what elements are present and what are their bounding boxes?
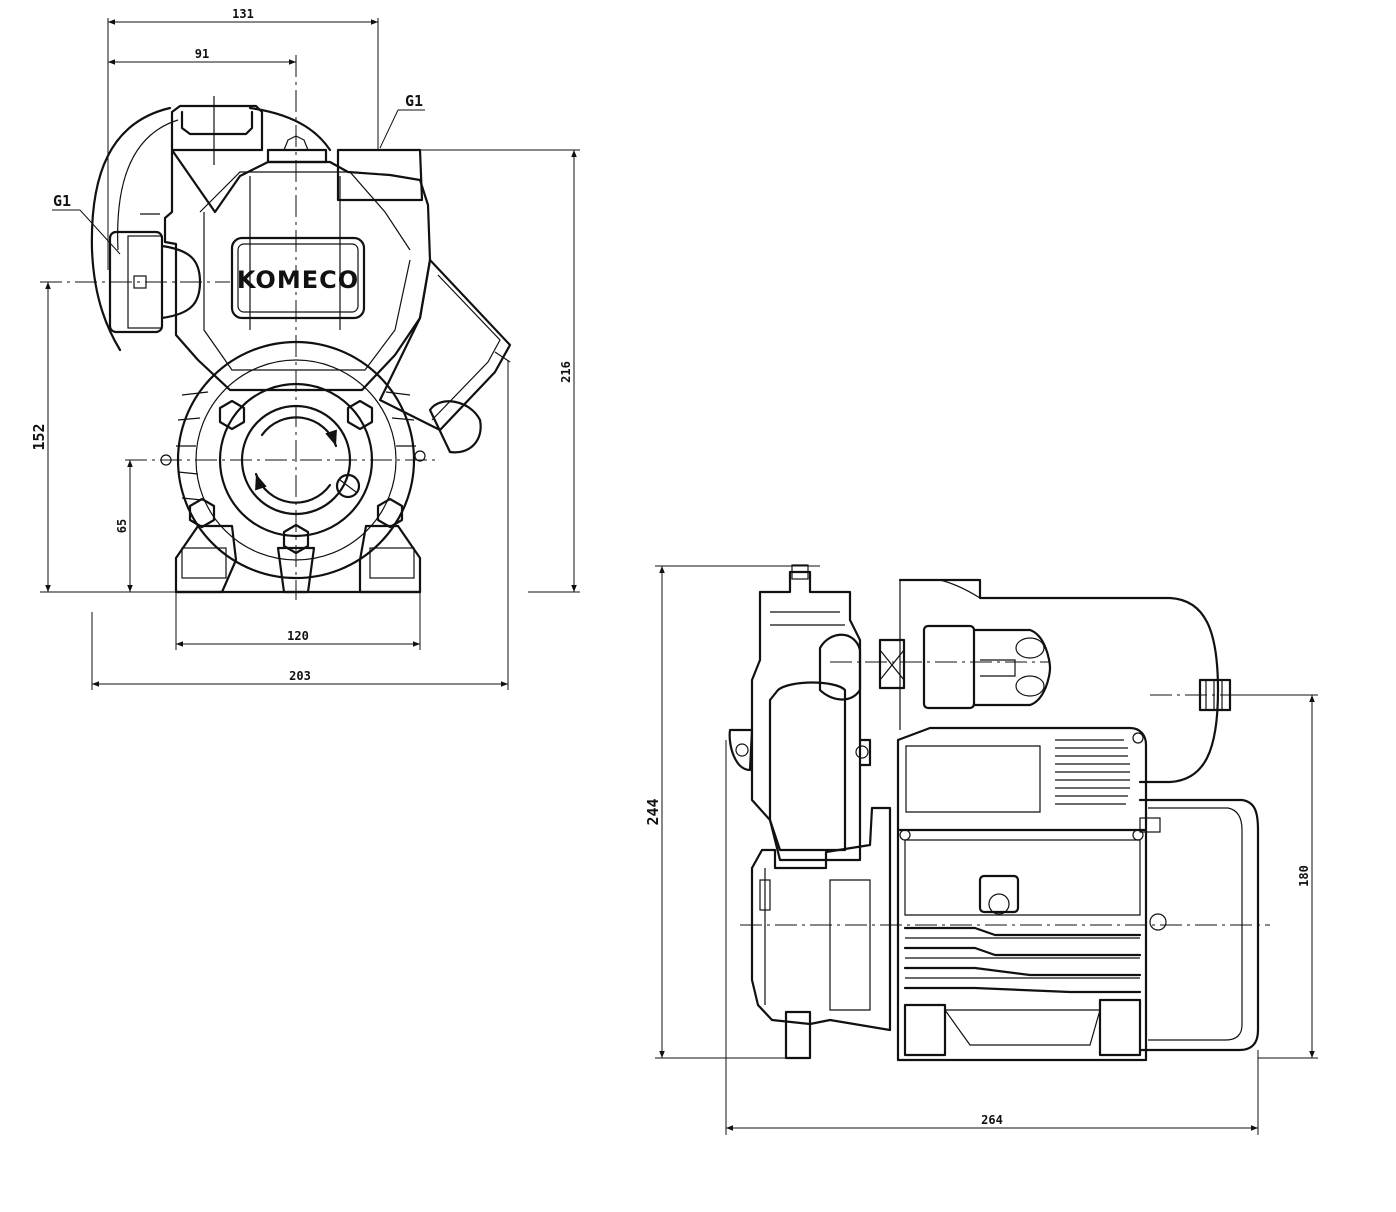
side-inlet-connector [108, 213, 202, 334]
brand-plate: KOMECO [230, 236, 366, 320]
dim-inlet-offset: 91 [108, 47, 296, 65]
dim-label: 131 [232, 7, 254, 21]
brand-logo: KOMECO [237, 266, 359, 294]
stator-body [896, 828, 1167, 1062]
motor-housing-outline [90, 106, 172, 352]
lower-volute [750, 806, 892, 1060]
dim-top-width: 131 [107, 7, 379, 270]
side-view: 244 180 264 [644, 564, 1318, 1135]
dim-shaft-height: 65 [115, 460, 133, 592]
thread-callout-top: G1 [379, 92, 425, 149]
pump-head [728, 564, 872, 862]
fan-cover [1138, 798, 1260, 1052]
dim-side-height: 244 [644, 565, 820, 1059]
motor-cylinder [898, 578, 1232, 784]
top-outlet [266, 135, 424, 202]
outlet-connector [878, 624, 1052, 710]
front-view: 131 91 G1 G1 [30, 7, 580, 690]
impeller-housing [160, 340, 426, 580]
dim-label: 180 [1297, 865, 1311, 887]
dim-label: 264 [981, 1113, 1003, 1127]
dim-label: 244 [644, 798, 662, 825]
control-box [378, 258, 512, 454]
thread-callout-side: G1 [52, 192, 121, 255]
dim-inlet-height: 152 [30, 282, 176, 593]
dim-label: 120 [287, 629, 309, 643]
dim-label: 91 [195, 47, 209, 61]
dim-overall-width: 203 [91, 360, 509, 690]
dim-label: 65 [115, 519, 129, 533]
dim-total-height: 216 [420, 149, 580, 593]
dim-label: 152 [30, 423, 48, 450]
top-inlet-cap [170, 96, 264, 165]
dim-label: 216 [559, 361, 573, 383]
dim-motor-height: 180 [1230, 694, 1318, 1059]
dim-base-width: 120 [175, 592, 421, 650]
thread-label: G1 [53, 192, 71, 210]
dim-side-length: 264 [725, 740, 1259, 1135]
thread-label: G1 [405, 92, 423, 110]
dim-label: 203 [289, 669, 311, 683]
controller-box [896, 726, 1148, 841]
